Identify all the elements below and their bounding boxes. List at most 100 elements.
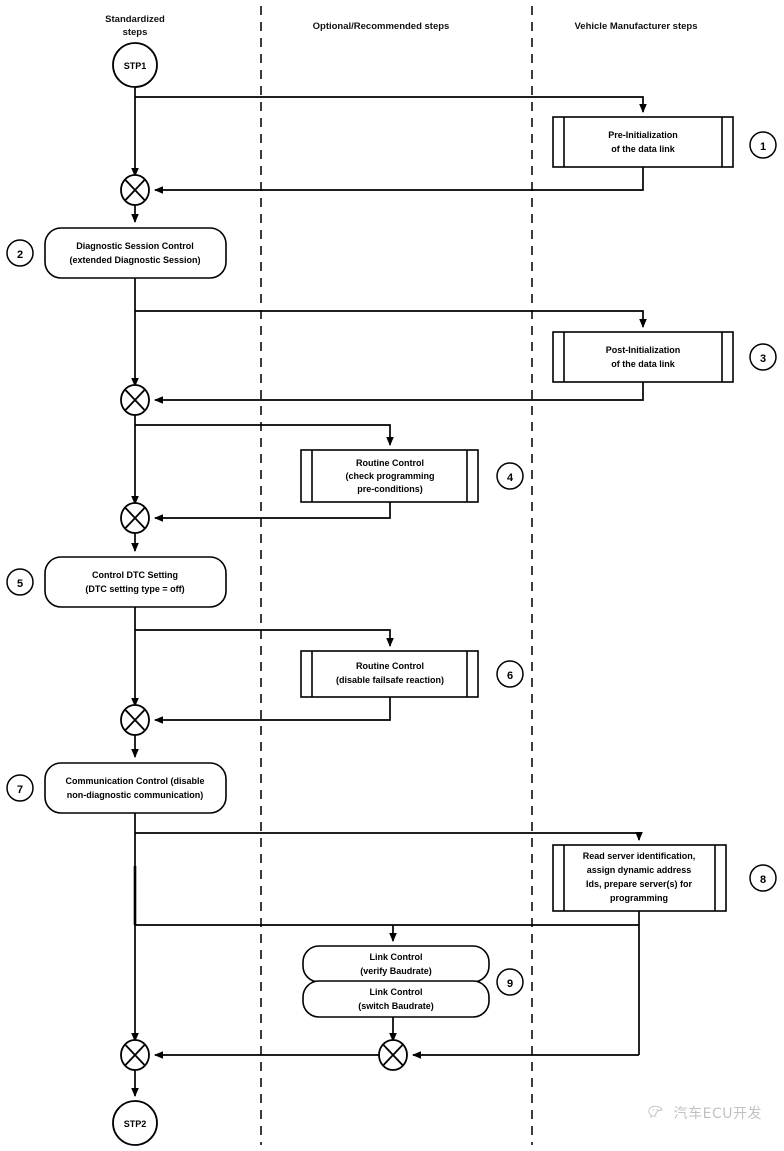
flow-branch1-to-node1	[135, 96, 647, 113]
step-badge-1-label: 1	[760, 141, 766, 153]
node-3-box[interactable]	[552, 331, 734, 383]
node-5-line-2: (DTC setting type = off)	[85, 584, 184, 594]
flow-node1-to-merge-a	[154, 167, 644, 194]
merge-node-e-cross	[124, 1044, 146, 1066]
merge-node-a	[120, 174, 150, 206]
flow-branch3-to-node4	[135, 424, 394, 446]
node-read-server-identification[interactable]: Read server identification, assign dynam…	[552, 844, 727, 912]
merge-node-c-cross	[124, 507, 146, 529]
lane-title-optional: Optional/Recommended steps	[313, 21, 450, 32]
node-3-line-2: of the data link	[611, 359, 676, 369]
node-1-box[interactable]	[552, 116, 734, 168]
merge-node-d-cross	[124, 709, 146, 731]
node-8-line-3: Ids, prepare server(s) for	[586, 879, 693, 889]
node-2-line-2: (extended Diagnostic Session)	[69, 255, 200, 265]
stp1-label: STP1	[124, 61, 147, 71]
node-3-line-1: Post-Initialization	[606, 345, 681, 355]
node-9b-line-2: (switch Baudrate)	[358, 1001, 434, 1011]
step-badge-8-label: 8	[760, 874, 766, 886]
node-9a-line-1: Link Control	[370, 952, 423, 962]
step-badge-3: 3	[749, 343, 777, 371]
node-8-line-4: programming	[610, 893, 668, 903]
node-6-box[interactable]	[300, 650, 479, 698]
step-badge-1-circle	[749, 131, 777, 159]
node-routine-control-check-programming[interactable]: Routine Control (check programming pre-c…	[300, 449, 479, 503]
lane-title-standardized-line2: steps	[123, 27, 148, 38]
flow-connectors	[131, 87, 647, 1097]
step-badge-4-label: 4	[507, 472, 514, 484]
node-link-control-switch-baudrate[interactable]: Link Control (switch Baudrate)	[302, 980, 490, 1018]
merge-node-d	[120, 704, 150, 736]
lane-title-vehicle-manufacturer: Vehicle Manufacturer steps	[574, 21, 697, 32]
flow-branch5-to-node8	[135, 832, 643, 841]
merge-node-f	[378, 1039, 408, 1071]
step-badge-2-circle	[6, 239, 34, 267]
merge-node-b-cross	[124, 389, 146, 411]
node-post-initialization[interactable]: Post-Initialization of the data link	[552, 331, 734, 383]
step-badge-9-label: 9	[507, 978, 513, 990]
flow-node6-to-merge-d	[154, 697, 391, 724]
node-1-line-1: Pre-Initialization	[608, 130, 678, 140]
step-badge-7-circle	[6, 774, 34, 802]
node-7-line-1: Communication Control (disable	[65, 776, 204, 786]
node-5-line-1: Control DTC Setting	[92, 570, 178, 580]
node-5-box[interactable]	[44, 556, 227, 608]
step-badge-4: 4	[496, 462, 524, 490]
node-7-box[interactable]	[44, 762, 227, 814]
step-badge-5: 5	[6, 568, 34, 596]
node-6-line-2: (disable failsafe reaction)	[336, 675, 444, 685]
node-link-control-verify-baudrate[interactable]: Link Control (verify Baudrate)	[302, 945, 490, 983]
node-9b-box[interactable]	[302, 980, 490, 1018]
stp1-shape	[112, 42, 158, 88]
node-routine-control-disable-failsafe[interactable]: Routine Control (disable failsafe reacti…	[300, 650, 479, 698]
step-badge-5-label: 5	[17, 578, 23, 590]
node-4-line-3: pre-conditions)	[357, 484, 423, 494]
node-8-box[interactable]	[552, 844, 727, 912]
node-communication-control[interactable]: Communication Control (disable non-diagn…	[44, 762, 227, 814]
node-control-dtc-setting[interactable]: Control DTC Setting (DTC setting type = …	[44, 556, 227, 608]
step-badge-7: 7	[6, 774, 34, 802]
step-badge-8-circle	[749, 864, 777, 892]
step-badge-5-circle	[6, 568, 34, 596]
node-9b-line-1: Link Control	[370, 987, 423, 997]
node-4-box[interactable]	[300, 449, 479, 503]
node-4-line-2: (check programming	[345, 471, 434, 481]
node-1-line-2: of the data link	[611, 144, 676, 154]
step-badge-4-circle	[496, 462, 524, 490]
terminator-stp2: STP2	[112, 1100, 158, 1146]
node-9a-line-2: (verify Baudrate)	[360, 966, 432, 976]
flow-node4-to-merge-c	[154, 502, 391, 522]
step-badge-9-circle	[496, 968, 524, 996]
node-2-line-1: Diagnostic Session Control	[76, 241, 194, 251]
step-badge-3-label: 3	[760, 353, 766, 365]
node-2-box[interactable]	[44, 227, 227, 279]
step-badge-8: 8	[749, 864, 777, 892]
merge-node-f-cross	[382, 1044, 404, 1066]
merge-node-e	[120, 1039, 150, 1071]
step-badge-6: 6	[496, 660, 524, 688]
merge-node-a-cross	[124, 179, 146, 201]
step-badge-3-circle	[749, 343, 777, 371]
node-6-line-1: Routine Control	[356, 661, 424, 671]
node-8-line-2: assign dynamic address	[587, 865, 692, 875]
lane-separators	[260, 6, 533, 1145]
flow-branch2-to-node3	[135, 310, 647, 328]
step-badge-6-circle	[496, 660, 524, 688]
stp2-shape	[112, 1100, 158, 1146]
terminator-stp1: STP1	[112, 42, 158, 88]
step-badge-9: 9	[496, 968, 524, 996]
flow-branch4-to-node6	[135, 629, 394, 647]
node-8-line-1: Read server identification,	[583, 851, 696, 861]
node-diagnostic-session-control[interactable]: Diagnostic Session Control (extended Dia…	[44, 227, 227, 279]
stp2-label: STP2	[124, 1119, 147, 1129]
node-pre-initialization[interactable]: Pre-Initialization of the data link	[552, 116, 734, 168]
node-4-line-1: Routine Control	[356, 458, 424, 468]
step-badge-7-label: 7	[17, 784, 23, 796]
node-7-line-2: non-diagnostic communication)	[67, 790, 204, 800]
flow-node3-to-merge-b	[154, 382, 644, 404]
step-badge-6-label: 6	[507, 670, 513, 682]
step-badge-1: 1	[749, 131, 777, 159]
merge-node-b	[120, 384, 150, 416]
